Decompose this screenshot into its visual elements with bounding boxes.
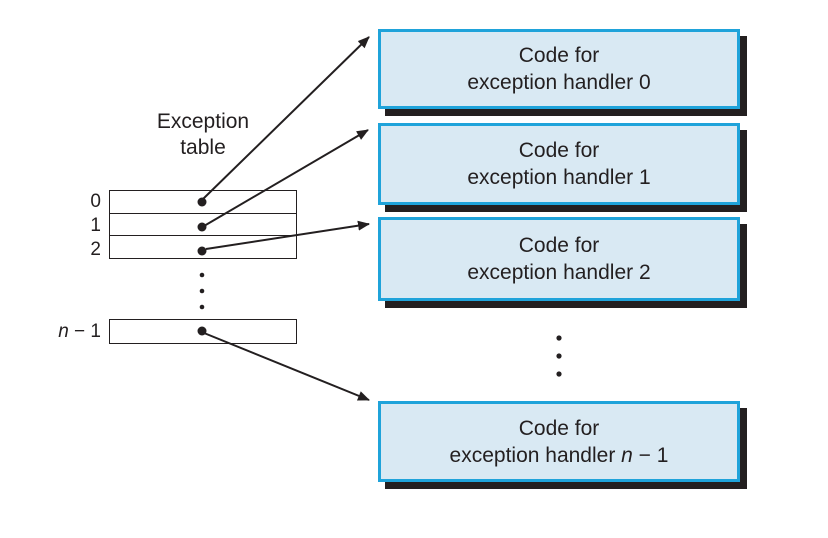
table-ellipsis bbox=[199, 272, 205, 310]
handler-box-1: Code for exception handler 1 bbox=[378, 123, 740, 205]
row-label-n-minus-1: n − 1 bbox=[28, 319, 101, 344]
handler-0-line1: Code for bbox=[518, 44, 600, 67]
handler-1-line2: exception handler 1 bbox=[467, 166, 651, 189]
handler-n-line1: Code for bbox=[518, 416, 600, 440]
handler-box-0: Code for exception handler 0 bbox=[378, 29, 740, 109]
handler-2-line1: Code for bbox=[518, 234, 600, 257]
row-label-0: 0 bbox=[28, 190, 101, 214]
handler-0-line2: exception handler 0 bbox=[467, 71, 651, 94]
handler-box-n-minus-1: Code for exception handler n − 1 bbox=[378, 401, 740, 482]
table-row-2 bbox=[109, 235, 297, 259]
row-label-0-text: 0 bbox=[90, 191, 101, 212]
row-label-n-text: − 1 bbox=[68, 321, 101, 342]
exception-table-label: Exception table bbox=[156, 110, 250, 159]
row-label-1-text: 1 bbox=[90, 215, 101, 236]
exception-table bbox=[109, 190, 297, 259]
table-row-n-minus-1 bbox=[109, 319, 297, 344]
table-row-0 bbox=[109, 190, 297, 214]
row-label-2: 2 bbox=[28, 238, 101, 262]
table-row-1 bbox=[109, 212, 297, 237]
handler-2-line2: exception handler 2 bbox=[467, 261, 651, 284]
row-label-n-var: n bbox=[58, 321, 69, 342]
row-label-1: 1 bbox=[28, 214, 101, 238]
row-label-2-text: 2 bbox=[90, 239, 101, 260]
handler-box-2: Code for exception handler 2 bbox=[378, 217, 740, 301]
handler-n-line2: exception handler n − 1 bbox=[449, 443, 669, 467]
handlers-ellipsis bbox=[556, 335, 562, 377]
handler-1-line1: Code for bbox=[518, 139, 600, 162]
